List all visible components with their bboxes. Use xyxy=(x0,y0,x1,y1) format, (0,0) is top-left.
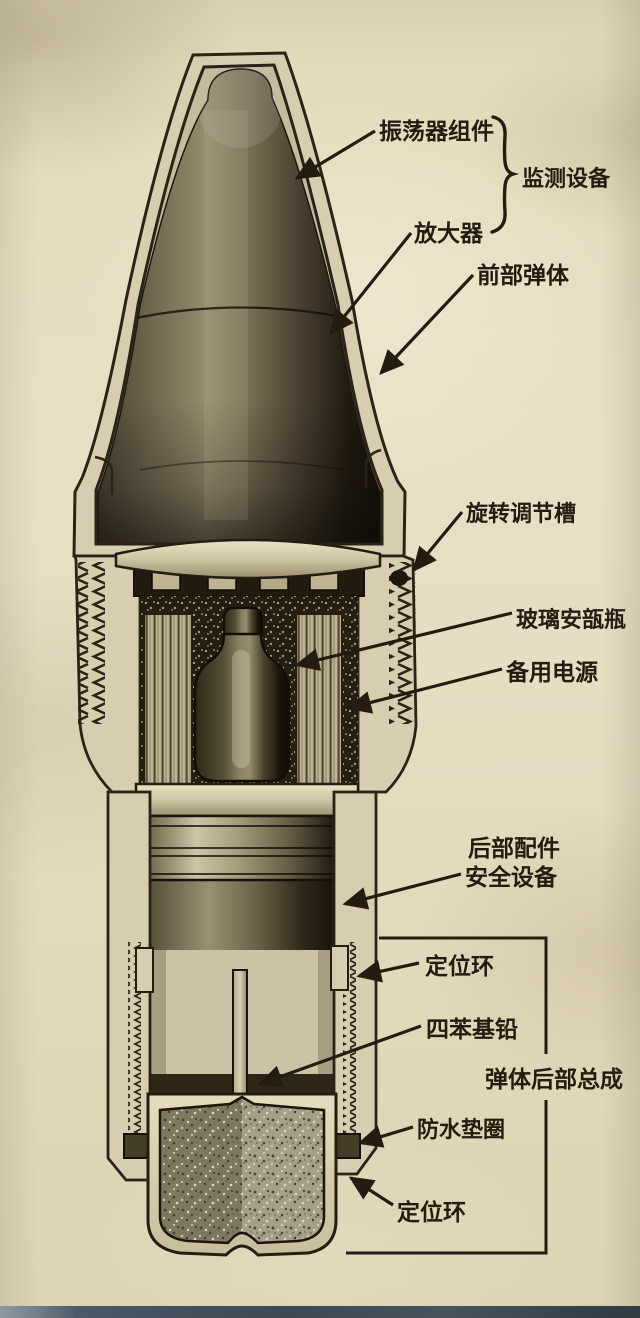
leader-locating-ring-lower xyxy=(348,1176,394,1207)
label-backup-power: 备用电源 xyxy=(505,659,598,686)
rear-assembly-bracket-top xyxy=(379,936,548,1054)
leader-rotation-slot xyxy=(412,510,464,573)
locating-ring-groove-left xyxy=(135,947,154,993)
piston-flange xyxy=(134,782,360,818)
callouts xyxy=(257,115,548,1255)
fine-thread-left xyxy=(128,942,141,1158)
label-waterproof-gasket: 防水垫圈 xyxy=(417,1117,505,1143)
label-rotation-adjust-slot: 旋转调节槽 xyxy=(466,501,576,527)
rotation-slot-hole xyxy=(390,570,408,586)
leader-waterproof-gasket xyxy=(357,1125,414,1148)
waterproof-gasket-right xyxy=(335,1133,361,1159)
leader-rear-safety xyxy=(342,872,462,910)
battery-block-right xyxy=(295,613,343,787)
monitoring-brace xyxy=(490,115,520,234)
spring-clip-slot-right xyxy=(364,448,382,488)
nose-cone-wall xyxy=(72,51,407,558)
leader-tetraphenyl-lead xyxy=(257,1024,422,1088)
leader-amplifier xyxy=(329,232,413,336)
glass-ampoule xyxy=(193,606,291,783)
base-cap-flange xyxy=(114,538,382,580)
leader-oscillator xyxy=(294,129,376,180)
label-oscillator-assembly: 振荡器组件 xyxy=(379,118,494,145)
spring-clip-slot-left xyxy=(94,455,114,495)
rear-section xyxy=(106,790,378,1257)
fine-thread-right xyxy=(343,942,356,1158)
label-tetraphenyl-lead: 四苯基铅 xyxy=(426,1016,518,1043)
label-rear-body-assembly: 弹体后部总成 xyxy=(485,1066,623,1093)
mid-body xyxy=(73,538,418,794)
label-front-projectile-body: 前部弹体 xyxy=(477,262,570,289)
label-locating-ring-upper: 定位环 xyxy=(425,953,494,980)
firing-pin-rod xyxy=(232,969,248,1097)
dome-shading xyxy=(98,69,380,544)
leader-locating-ring-upper xyxy=(356,960,420,983)
leader-backup-power xyxy=(346,667,503,714)
waterproof-gasket-left xyxy=(123,1133,149,1159)
label-glass-ampoule: 玻璃安瓿瓶 xyxy=(516,607,626,633)
label-monitoring-equipment: 监测设备 xyxy=(522,166,611,192)
label-amplifier: 放大器 xyxy=(413,220,484,247)
leader-front-body xyxy=(379,273,475,375)
photo-bottom-strip xyxy=(0,1306,640,1318)
leader-glass-ampoule xyxy=(294,611,513,671)
booster-charge xyxy=(158,1095,326,1245)
battery-block-left xyxy=(143,613,193,787)
label-texts: 振荡器组件 监测设备 放大器 前部弹体 旋转调节槽 玻璃安瓿瓶 备用电源 后部配… xyxy=(379,118,626,1226)
label-locating-ring-lower: 定位环 xyxy=(397,1199,466,1226)
ring-grooves xyxy=(146,825,348,875)
locating-ring-groove-right xyxy=(330,945,349,991)
rear-assembly-bracket-bottom xyxy=(346,1100,548,1255)
coarse-thread-left xyxy=(78,562,105,724)
label-safety-device: 安全设备 xyxy=(465,864,558,891)
label-rear-fittings: 后部配件 xyxy=(468,835,560,862)
nose-cone xyxy=(72,51,407,558)
